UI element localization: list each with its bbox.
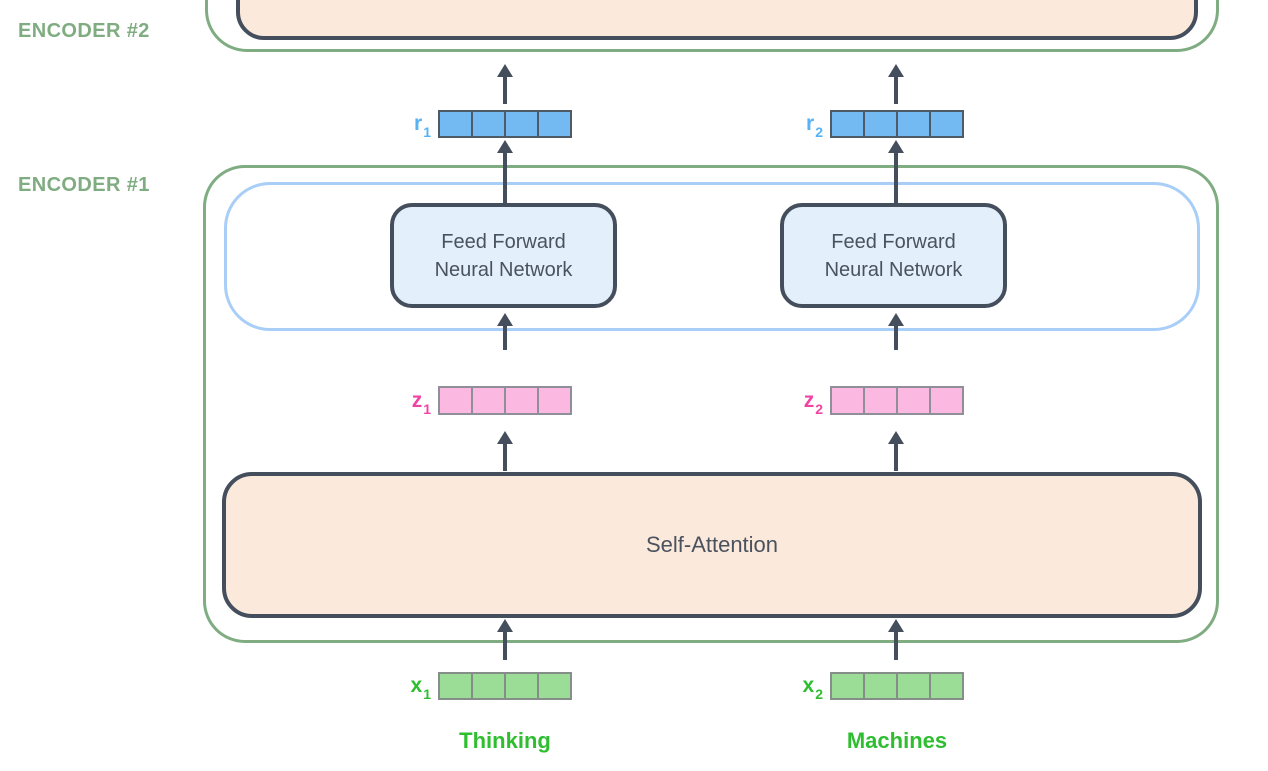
arrowhead-icon — [888, 313, 904, 326]
vector-cell — [929, 388, 962, 413]
arrow-up-sa-to-z2 — [888, 431, 904, 471]
encoder-2-attention-block — [236, 0, 1198, 40]
z1-vector — [438, 386, 572, 415]
x1-vector — [438, 672, 572, 700]
arrow-stem — [503, 323, 507, 350]
arrowhead-icon — [497, 619, 513, 632]
arrow-up-ffnn1-to-r1 — [497, 140, 513, 203]
arrow-stem — [894, 629, 898, 660]
vector-cell — [863, 112, 896, 136]
x2-vector-label: x2 — [777, 672, 823, 703]
feed-forward-block-1: Feed Forward Neural Network — [390, 203, 617, 308]
vector-cell — [440, 674, 471, 698]
x2-label-sub: 2 — [815, 686, 823, 703]
vector-cell — [504, 388, 537, 413]
arrow-up-z1-to-ffnn1 — [497, 313, 513, 350]
vector-cell — [863, 388, 896, 413]
arrow-up-r1-to-encoder2 — [497, 64, 513, 104]
vector-cell — [471, 388, 504, 413]
arrowhead-icon — [888, 431, 904, 444]
vector-cell — [832, 674, 863, 698]
x1-label-base: x — [410, 674, 423, 697]
arrow-up-x1-to-sa — [497, 619, 513, 660]
r1-vector — [438, 110, 572, 138]
r2-vector — [830, 110, 964, 138]
z1-vector-label: z1 — [385, 386, 431, 418]
ffnn-label-line1: Feed Forward — [831, 230, 956, 253]
feed-forward-block-2: Feed Forward Neural Network — [780, 203, 1007, 308]
r1-vector-label: r1 — [385, 110, 431, 141]
z1-label-base: z — [411, 389, 423, 412]
vector-cell — [929, 112, 962, 136]
r2-label-base: r — [806, 112, 815, 135]
arrow-stem — [503, 441, 507, 471]
ffnn-label-line2: Neural Network — [824, 258, 963, 281]
vector-cell — [471, 674, 504, 698]
vector-cell — [832, 388, 863, 413]
arrow-stem — [894, 323, 898, 350]
r2-vector-label: r2 — [777, 110, 823, 141]
r2-label-sub: 2 — [815, 124, 823, 141]
z2-label-base: z — [803, 389, 815, 412]
arrow-stem — [503, 74, 507, 104]
arrowhead-icon — [497, 64, 513, 77]
arrow-up-x2-to-sa — [888, 619, 904, 660]
vector-cell — [537, 674, 570, 698]
arrow-stem — [503, 629, 507, 660]
arrow-stem — [894, 74, 898, 104]
r1-label-sub: 1 — [423, 124, 431, 141]
arrow-up-sa-to-z1 — [497, 431, 513, 471]
ffnn-label-line1: Feed Forward — [441, 230, 566, 253]
vector-cell — [896, 674, 929, 698]
vector-cell — [440, 388, 471, 413]
arrow-stem — [894, 150, 898, 203]
arrowhead-icon — [888, 619, 904, 632]
encoder-2-label: ENCODER #2 — [18, 20, 150, 42]
vector-cell — [832, 112, 863, 136]
vector-cell — [537, 388, 570, 413]
arrowhead-icon — [497, 431, 513, 444]
vector-cell — [440, 112, 471, 136]
x2-label-base: x — [802, 674, 815, 697]
arrowhead-icon — [497, 313, 513, 326]
feed-forward-layer-container — [224, 182, 1200, 331]
self-attention-block: Self-Attention — [222, 472, 1202, 618]
z1-label-sub: 1 — [423, 401, 431, 418]
vector-cell — [929, 674, 962, 698]
vector-cell — [896, 388, 929, 413]
encoder-1-label: ENCODER #1 — [18, 174, 150, 196]
vector-cell — [504, 674, 537, 698]
encoder-1-box — [203, 165, 1219, 643]
vector-cell — [537, 112, 570, 136]
arrowhead-icon — [888, 64, 904, 77]
input-word-thinking: Thinking — [459, 728, 551, 753]
arrow-up-r2-to-encoder2 — [888, 64, 904, 104]
x1-label-sub: 1 — [423, 686, 431, 703]
input-word-machines: Machines — [846, 728, 948, 753]
z2-vector — [830, 386, 964, 415]
arrow-up-ffnn2-to-r2 — [888, 140, 904, 203]
r1-label-base: r — [414, 112, 423, 135]
z2-vector-label: z2 — [777, 386, 823, 418]
arrow-up-z2-to-ffnn2 — [888, 313, 904, 350]
arrowhead-icon — [497, 140, 513, 153]
z2-label-sub: 2 — [815, 401, 823, 418]
ffnn-label-line2: Neural Network — [434, 258, 573, 281]
x1-vector-label: x1 — [385, 672, 431, 703]
vector-cell — [504, 112, 537, 136]
self-attention-label: Self-Attention — [645, 532, 779, 557]
vector-cell — [471, 112, 504, 136]
arrowhead-icon — [888, 140, 904, 153]
x2-vector — [830, 672, 964, 700]
vector-cell — [896, 112, 929, 136]
arrow-stem — [503, 150, 507, 203]
arrow-stem — [894, 441, 898, 471]
vector-cell — [863, 674, 896, 698]
